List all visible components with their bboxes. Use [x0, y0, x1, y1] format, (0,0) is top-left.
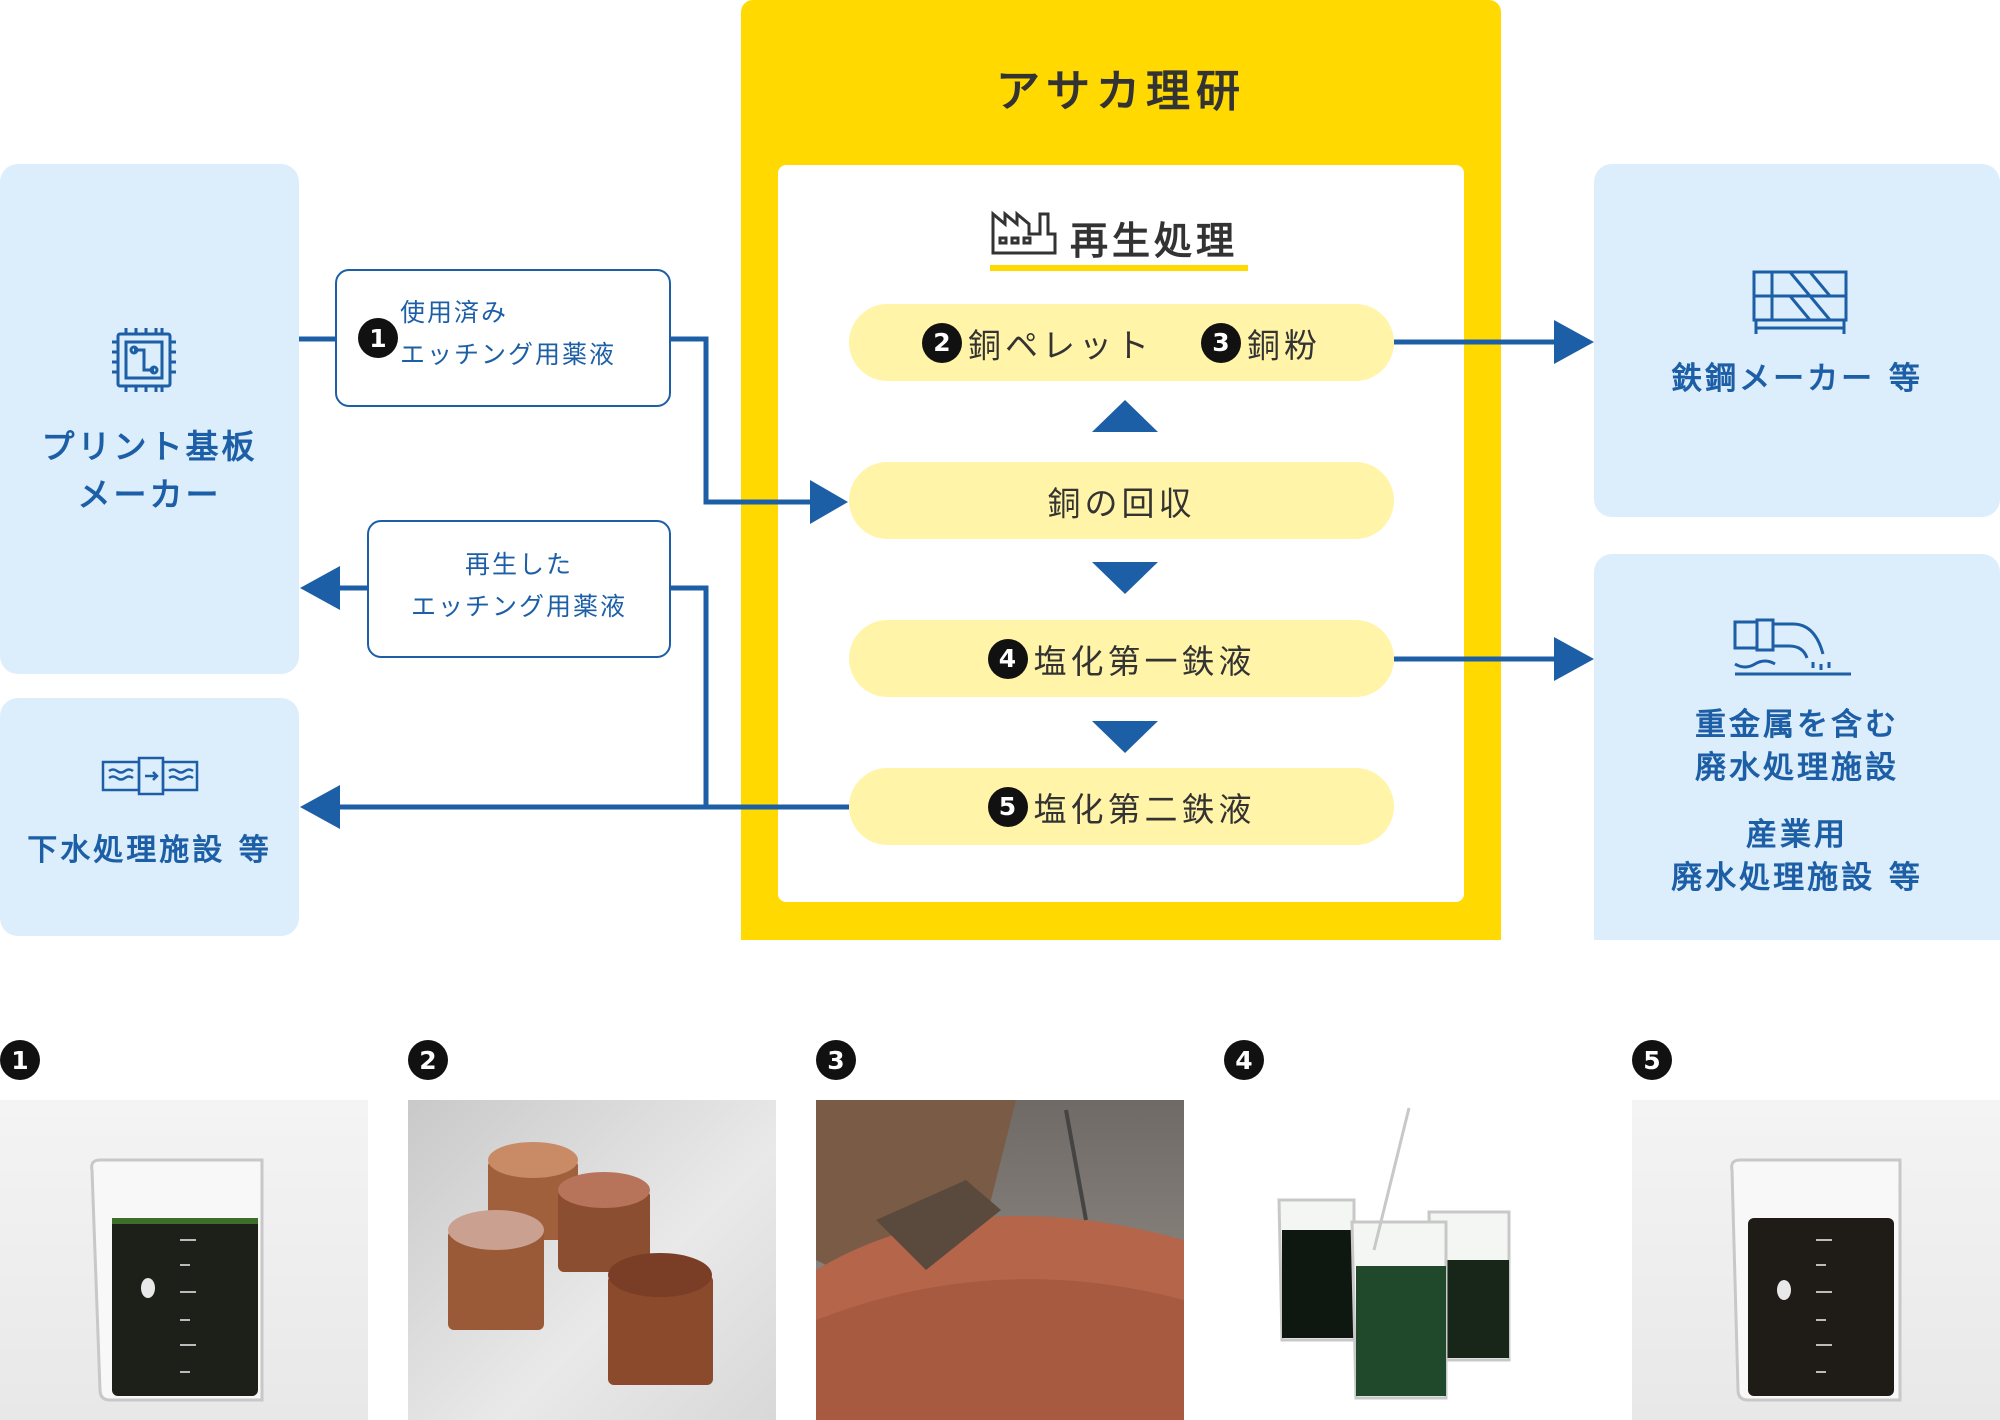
wastewater-box [1594, 554, 2000, 940]
used-etchant-line1: 使用済み [400, 298, 509, 327]
water-filter-icon [101, 756, 199, 796]
steel-maker-label: 鉄鋼メーカー 等 [1671, 361, 1923, 397]
pcb-maker-line1: プリント基板 [41, 427, 258, 466]
triangle-up [1092, 400, 1158, 432]
wastewater-label: 重金属を含む 廃水処理施設 産業用 廃水処理施設 等 [1594, 704, 2000, 900]
photo-badge-5: 5 [1632, 1040, 1672, 1080]
used-etchant-label: 使用済み エッチング用薬液 [400, 292, 660, 376]
process-title-underline [990, 265, 1248, 271]
drain-pipe-icon [1733, 618, 1851, 676]
photo-copper-pellets [408, 1100, 776, 1420]
company-title: アサカ理研 [996, 66, 1246, 117]
triangle-down-2 [1092, 721, 1158, 753]
regen-etchant-label: 再生した エッチング用薬液 [367, 544, 671, 628]
pill-copper-recovery: 銅の回収 [849, 462, 1394, 539]
photo-badge-4: 4 [1224, 1040, 1264, 1080]
badge-3: 3 [1201, 322, 1241, 363]
arrow-to-recovery [810, 480, 848, 524]
arrow-to-sewage [300, 785, 340, 829]
photo-badge-1: 1 [0, 1040, 40, 1080]
copper-recovery-label: 銅の回収 [1047, 483, 1196, 523]
photo-ferrous-chloride [1224, 1100, 1592, 1420]
badge-1: 1 [358, 318, 398, 358]
sewage-box [0, 698, 299, 936]
badge-2: 2 [922, 322, 962, 363]
ferrous-chloride-label: 塩化第一鉄液 [1033, 641, 1256, 681]
photo-used-etchant [0, 1100, 368, 1420]
pill-ferric-chloride: 5 塩化第二鉄液 [849, 768, 1394, 845]
arrow-to-wastewater [1554, 637, 1594, 681]
wastewater-line3: 産業用 [1746, 817, 1848, 853]
process-title: 再生処理 [1070, 219, 1239, 263]
regen-etchant-line1: 再生した [464, 550, 573, 579]
flow-lines [299, 320, 1594, 829]
steel-coil-icon [1752, 270, 1848, 334]
used-etchant-line2: エッチング用薬液 [400, 340, 617, 369]
ferric-chloride-label: 塩化第二鉄液 [1033, 789, 1256, 829]
photo-copper-powder [816, 1100, 1184, 1420]
photo-ferric-chloride [1632, 1100, 2000, 1420]
circuit-board-icon [112, 328, 176, 392]
pill-copper-products: 2 銅ペレット 3 銅粉 [849, 304, 1394, 381]
badge-4: 4 [987, 638, 1028, 679]
pcb-maker-line2: メーカー [77, 475, 222, 514]
wastewater-line4: 廃水処理施設 等 [1671, 860, 1923, 896]
arrow-to-pcb [300, 566, 340, 610]
arrow-to-steel [1554, 320, 1594, 364]
regen-etchant-line2: エッチング用薬液 [410, 592, 627, 621]
photo-badge-3: 3 [816, 1040, 856, 1080]
factory-icon [991, 210, 1057, 255]
wastewater-line1: 重金属を含む [1695, 707, 1899, 743]
wastewater-line2: 廃水処理施設 [1695, 750, 1899, 786]
pcb-maker-label: プリント基板 メーカー [0, 423, 299, 519]
steel-maker-box [1594, 164, 2000, 517]
photo-badge-2: 2 [408, 1040, 448, 1080]
copper-pellet-label: 銅ペレット [968, 325, 1153, 365]
pcb-maker-box [0, 164, 299, 674]
sewage-label: 下水処理施設 等 [27, 833, 272, 868]
triangle-down-1 [1092, 562, 1158, 594]
regen-etchant-box [367, 520, 671, 658]
copper-powder-label: 銅粉 [1247, 325, 1321, 365]
pill-ferrous-chloride: 4 塩化第一鉄液 [849, 620, 1394, 697]
badge-5: 5 [987, 786, 1028, 827]
